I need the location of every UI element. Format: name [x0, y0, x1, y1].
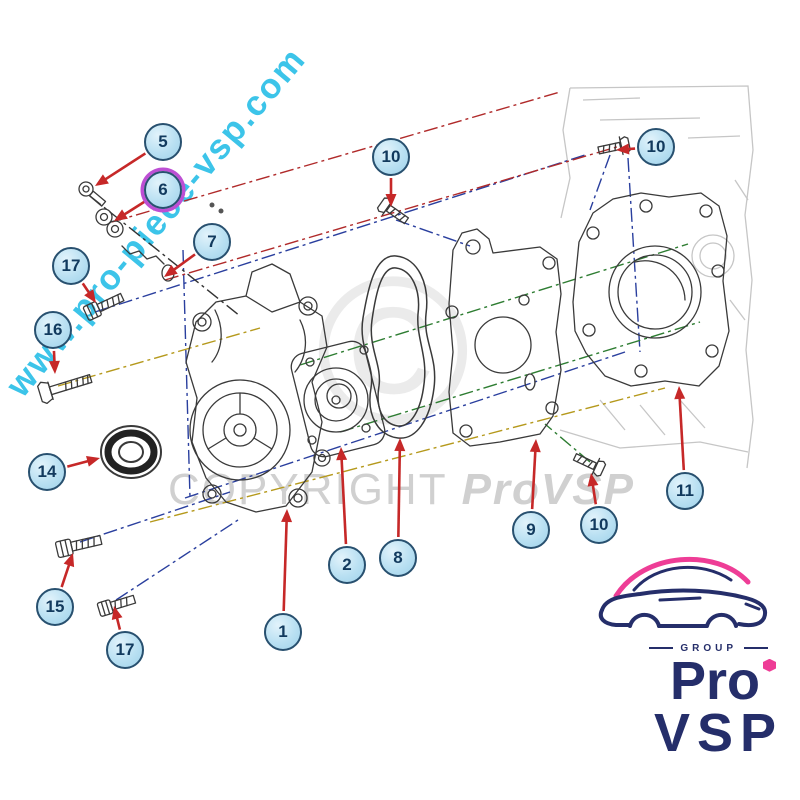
callout-17[interactable]: 17 [106, 631, 144, 669]
logo-dash-right [744, 647, 768, 650]
callout-10[interactable]: 10 [372, 138, 410, 176]
callout-2[interactable]: 2 [328, 546, 366, 584]
provsp-logo: GROUP Pro VSP [566, 538, 776, 760]
oil-seal-part [100, 425, 162, 479]
callout-16[interactable]: 16 [34, 311, 72, 349]
callout-1[interactable]: 1 [264, 613, 302, 651]
logo-dash-left [649, 647, 674, 650]
socket-screw-part-15 [54, 534, 103, 559]
car-logo-icon [598, 556, 767, 628]
callout-7[interactable]: 7 [193, 223, 231, 261]
callout-5[interactable]: 5 [144, 123, 182, 161]
callout-17[interactable]: 17 [52, 247, 90, 285]
washer-part-6 [95, 208, 124, 238]
flange-bolt-part-10-bottom [572, 453, 607, 477]
socket-screw-part-17-bottom [96, 594, 137, 617]
copyright-brand: ProVSP [461, 465, 635, 514]
screw-part-5 [78, 181, 107, 207]
socket-screw-part-17-top [82, 292, 125, 321]
pump-housing-part [185, 263, 331, 513]
callout-9[interactable]: 9 [512, 511, 550, 549]
logo-group-label: GROUP [680, 642, 737, 654]
rotor-part [290, 340, 386, 458]
backing-plate-part [445, 228, 562, 447]
logo-group-line: GROUP [566, 643, 768, 654]
callout-14[interactable]: 14 [28, 453, 66, 491]
callout-6[interactable]: 6 [144, 171, 182, 209]
callout-10[interactable]: 10 [580, 506, 618, 544]
logo-brand-top: Pro [669, 650, 760, 711]
callout-15[interactable]: 15 [36, 588, 74, 626]
hex-bolt-part-16 [37, 374, 93, 404]
engine-block-outline [559, 85, 754, 469]
callout-10[interactable]: 10 [637, 128, 675, 166]
logo-brand-bottom: VSP [653, 703, 783, 764]
axis-guides [57, 91, 701, 601]
logo-hexagon-icon [763, 658, 776, 672]
callout-8[interactable]: 8 [379, 539, 417, 577]
callout-11[interactable]: 11 [666, 472, 704, 510]
pump-gasket-part [361, 255, 436, 439]
block-gasket-part [572, 192, 730, 387]
